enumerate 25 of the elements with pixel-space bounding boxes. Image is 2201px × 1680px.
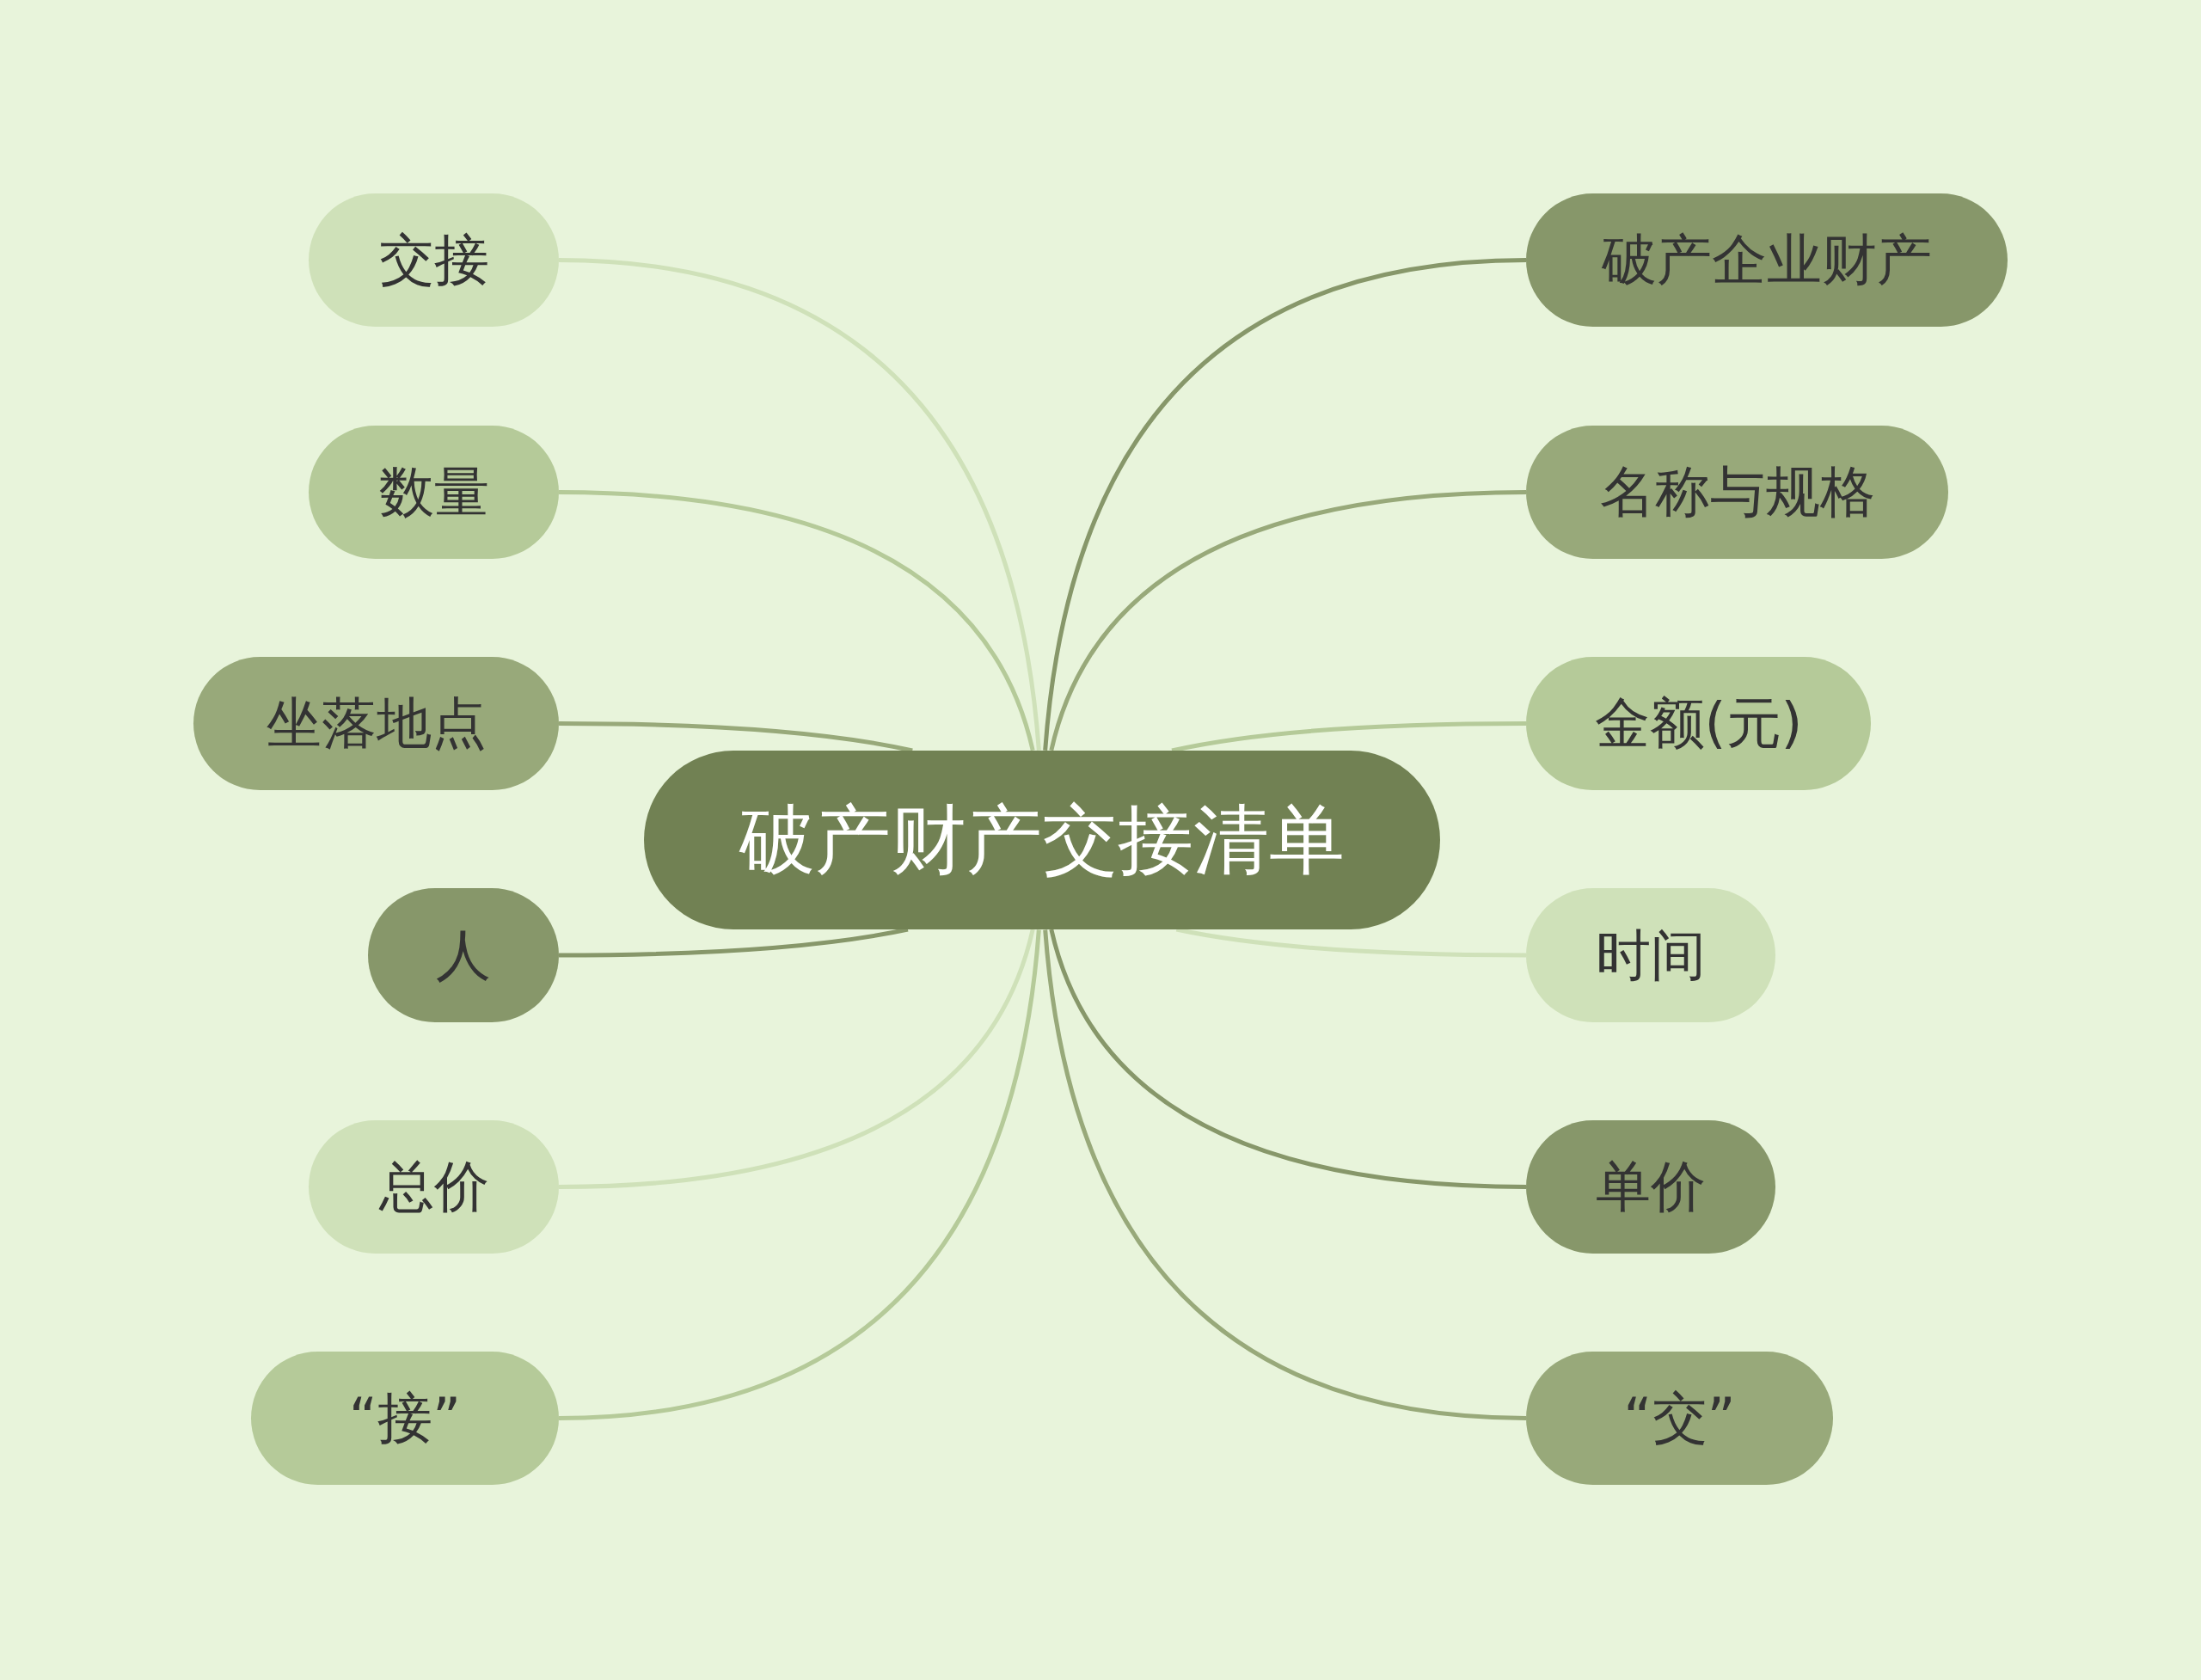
connector-curve bbox=[1175, 927, 1526, 958]
topic-label: 总价 bbox=[378, 1154, 489, 1220]
topic-label: 人 bbox=[436, 922, 491, 989]
connector-curve bbox=[559, 927, 909, 958]
connector-curve bbox=[1171, 721, 1526, 753]
topic-label: 名称与规格 bbox=[1599, 459, 1875, 525]
topic-label: 金额(元) bbox=[1594, 690, 1803, 757]
connector-curve bbox=[558, 258, 1041, 751]
connector-curve bbox=[1049, 490, 1527, 751]
topic-label: 时间 bbox=[1596, 922, 1706, 989]
topic-label: “交” bbox=[1623, 1385, 1736, 1451]
topic-label: 数量 bbox=[378, 459, 489, 525]
topic-label: 破产企业财产 bbox=[1602, 227, 1932, 293]
connector-curve bbox=[558, 929, 1035, 1189]
topic-label: 破产财产交接清单 bbox=[739, 794, 1345, 886]
connector-curve bbox=[558, 490, 1035, 751]
connector-curve bbox=[1043, 929, 1527, 1420]
topic-label: 坐落地点 bbox=[266, 690, 487, 757]
connector-curve bbox=[558, 929, 1041, 1420]
topic-label: 单价 bbox=[1596, 1154, 1706, 1220]
topic-label: “接” bbox=[348, 1385, 462, 1451]
connector-curve bbox=[1043, 258, 1527, 751]
connector-curve bbox=[1049, 929, 1527, 1189]
topic-label: 交接 bbox=[378, 227, 489, 293]
connector-curve bbox=[559, 721, 913, 753]
